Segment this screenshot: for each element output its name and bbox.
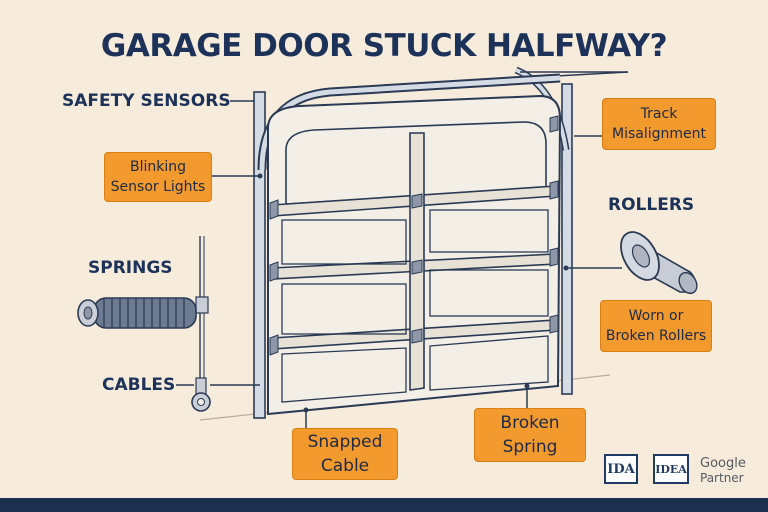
callout-text: Blinking xyxy=(129,159,186,175)
spring-illustration xyxy=(77,236,209,392)
idea-logo: IDEA xyxy=(653,454,689,484)
footer-bar xyxy=(0,498,768,512)
rollers-label: ROLLERS xyxy=(608,195,695,215)
page-title: GARAGE DOOR STUCK HALFWAY? xyxy=(100,28,668,64)
roller-illustration xyxy=(620,231,698,295)
callout-text: Track xyxy=(640,106,678,122)
door-panel xyxy=(267,94,562,416)
safety-sensors-label: SAFETY SENSORS xyxy=(62,91,231,111)
connector-lines xyxy=(176,100,622,428)
google-text: Google xyxy=(700,456,746,471)
callout-text: Sensor Lights xyxy=(110,179,206,195)
cables-label: CABLES xyxy=(102,375,176,395)
callout-text: Snapped xyxy=(307,432,383,452)
worn-broken-rollers-callout: Worn or Broken Rollers xyxy=(600,300,712,352)
callout-text: Broken xyxy=(500,413,560,433)
callout-text: Spring xyxy=(502,437,558,457)
callout-text: Worn or xyxy=(628,308,684,324)
callout-text: Misalignment xyxy=(612,126,706,142)
springs-label: SPRINGS xyxy=(88,258,173,278)
callout-text: Broken Rollers xyxy=(605,328,707,344)
ida-logo: IDA xyxy=(604,454,638,484)
left-track xyxy=(253,91,266,419)
callout-text: Cable xyxy=(320,456,370,476)
cable-pulley xyxy=(191,377,211,412)
google-partner-logo: Google Partner xyxy=(700,456,746,486)
partner-text: Partner xyxy=(700,471,744,485)
